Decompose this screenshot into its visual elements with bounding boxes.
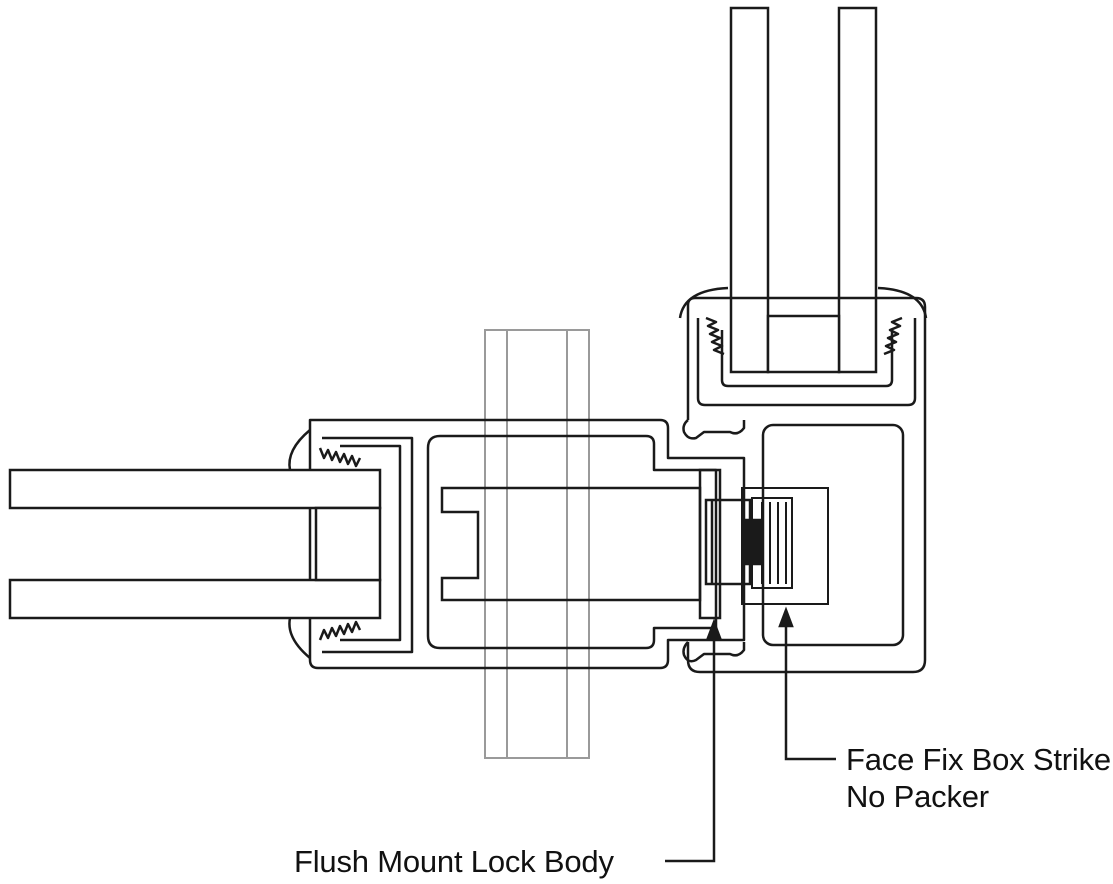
callout-face-fix-box-strike: Face Fix Box Strike No Packer bbox=[846, 741, 1111, 815]
face-fix-box-strike bbox=[741, 487, 829, 605]
background-post-outline bbox=[484, 329, 590, 759]
lock-frame-profile bbox=[288, 418, 746, 670]
horizontal-glass-panel bbox=[8, 468, 382, 620]
leader-face-fix-strike bbox=[784, 614, 836, 761]
leader-lock-body bbox=[665, 626, 716, 863]
leader-lines bbox=[665, 606, 836, 863]
callout-face-fix-line1: Face Fix Box Strike bbox=[846, 742, 1111, 777]
arrowhead-lock-body bbox=[706, 618, 722, 640]
callout-flush-mount-lock-body: Flush Mount Lock Body bbox=[294, 844, 614, 879]
flush-mount-lock-body bbox=[440, 468, 762, 620]
vertical-glass-panel bbox=[729, 6, 878, 374]
arrowhead-face-fix-strike bbox=[778, 606, 794, 628]
callout-face-fix-line2: No Packer bbox=[846, 779, 989, 815]
